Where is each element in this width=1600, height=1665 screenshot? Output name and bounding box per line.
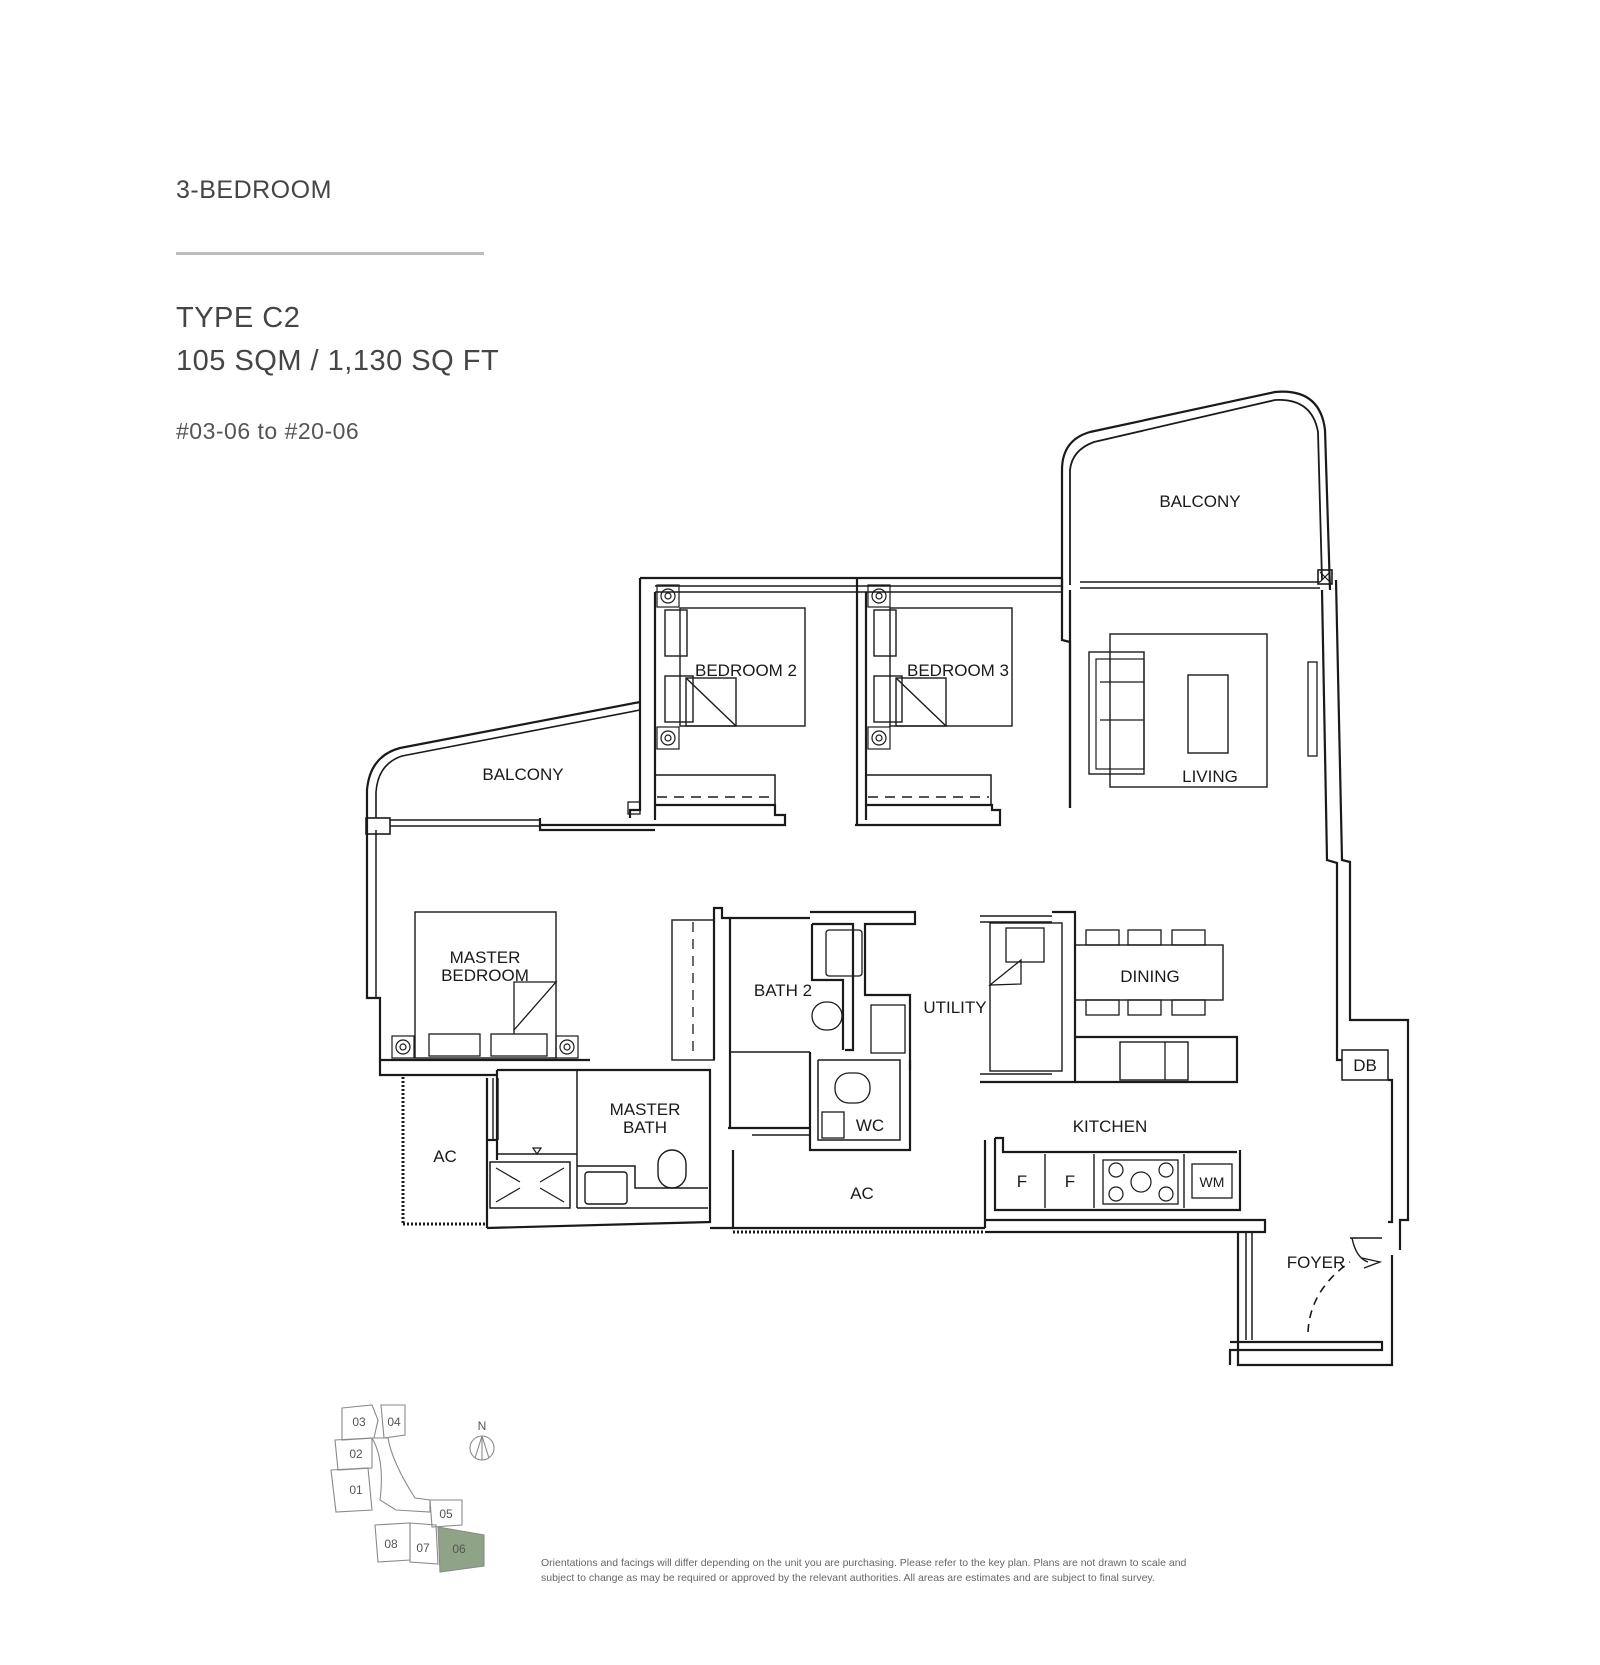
unit-area: 105 SQM / 1,130 SQ FT bbox=[176, 345, 500, 377]
key-unit-02: 02 bbox=[349, 1447, 363, 1461]
bath2-wc-utility: BATH 2 WC UTILITY bbox=[728, 910, 1077, 1152]
sink-icon bbox=[584, 1171, 628, 1205]
bedroom3-label: BEDROOM 3 bbox=[907, 661, 1009, 680]
key-unit-01: 01 bbox=[349, 1483, 363, 1497]
kitchen-label: KITCHEN bbox=[1073, 1117, 1148, 1136]
master-bath-label-1: MASTER bbox=[610, 1100, 681, 1119]
upper-balcony: BALCONY bbox=[1060, 390, 1333, 591]
dining-kitchen: DINING KITCHEN F F WM bbox=[993, 929, 1242, 1212]
key-unit-03: 03 bbox=[352, 1415, 366, 1429]
basin-icon bbox=[821, 1111, 845, 1139]
service-shaft-icon bbox=[627, 801, 641, 815]
living-area: LIVING bbox=[1068, 579, 1352, 1010]
living-label: LIVING bbox=[1182, 767, 1238, 786]
sink-icon bbox=[825, 929, 863, 977]
key-unit-05: 05 bbox=[439, 1507, 453, 1521]
door-swing-icon bbox=[1307, 1261, 1351, 1333]
toilet-icon bbox=[834, 1072, 871, 1104]
unit-range: #03-06 to #20-06 bbox=[176, 418, 360, 444]
sofa-icon bbox=[1088, 651, 1145, 775]
bedroom-wing: BEDROOM 2 BEDROOM 3 bbox=[540, 576, 1072, 827]
unit-type: TYPE C2 bbox=[176, 302, 301, 334]
ceiling-fan-icon bbox=[656, 584, 891, 750]
key-unit-04: 04 bbox=[387, 1415, 401, 1429]
db-label: DB bbox=[1353, 1056, 1377, 1075]
shower-icon bbox=[870, 1004, 906, 1054]
ac-left-label: AC bbox=[433, 1147, 457, 1166]
foyer-db: DB FOYER bbox=[1228, 1005, 1410, 1367]
sink-icon bbox=[1119, 1041, 1189, 1081]
highlighted-unit bbox=[437, 1526, 485, 1573]
disclaimer-line-1: Orientations and facings will differ dep… bbox=[541, 1557, 1187, 1569]
bath2-label: BATH 2 bbox=[754, 981, 812, 1000]
ac-mid-label: AC bbox=[850, 1184, 874, 1203]
unit-category: 3-BEDROOM bbox=[176, 176, 332, 204]
ac-ledge-mid: AC bbox=[710, 1140, 1267, 1234]
utility-label: UTILITY bbox=[923, 998, 986, 1017]
header-divider bbox=[176, 252, 484, 255]
north-arrow-icon bbox=[469, 1435, 495, 1461]
tv-icon bbox=[1307, 661, 1318, 757]
dining-label: DINING bbox=[1120, 967, 1180, 986]
master-bedroom-label-2: BEDROOM bbox=[441, 966, 529, 985]
foyer-label: FOYER bbox=[1287, 1253, 1346, 1272]
fridge-label-1: F bbox=[1017, 1172, 1027, 1191]
wc-label: WC bbox=[856, 1116, 884, 1135]
balcony-left-label: BALCONY bbox=[482, 765, 563, 784]
key-plan: 03 04 02 01 05 08 07 06 N bbox=[330, 1404, 495, 1573]
key-unit-07: 07 bbox=[416, 1541, 430, 1555]
stove-icon bbox=[1102, 1159, 1179, 1205]
disclaimer-line-2: subject to change as may be required or … bbox=[541, 1572, 1155, 1584]
bedroom2-label: BEDROOM 2 bbox=[695, 661, 797, 680]
wm-label: WM bbox=[1200, 1174, 1225, 1190]
master-bath: AC MASTER BATH bbox=[401, 1068, 712, 1230]
master-bath-label-2: BATH bbox=[623, 1118, 667, 1137]
balcony-top-label: BALCONY bbox=[1159, 492, 1240, 511]
disclaimer: Orientations and facings will differ dep… bbox=[541, 1556, 1241, 1586]
coffee-table-icon bbox=[1187, 674, 1229, 754]
left-balcony: BALCONY bbox=[365, 700, 655, 835]
shower-icon bbox=[489, 1161, 571, 1209]
north-label: N bbox=[478, 1419, 487, 1433]
washing-machine-icon bbox=[1191, 1163, 1233, 1199]
key-unit-06: 06 bbox=[452, 1542, 466, 1556]
chair-icon bbox=[1085, 929, 1206, 1016]
fridge-label-2: F bbox=[1065, 1172, 1075, 1191]
toilet-icon bbox=[811, 1001, 843, 1031]
service-shaft-icon bbox=[1317, 569, 1333, 585]
master-bedroom: MASTER BEDROOM bbox=[365, 830, 730, 1077]
toilet-icon bbox=[657, 1149, 687, 1189]
master-bedroom-label-1: MASTER bbox=[450, 948, 521, 967]
key-unit-08: 08 bbox=[384, 1537, 398, 1551]
ceiling-fan-icon bbox=[391, 1035, 579, 1059]
